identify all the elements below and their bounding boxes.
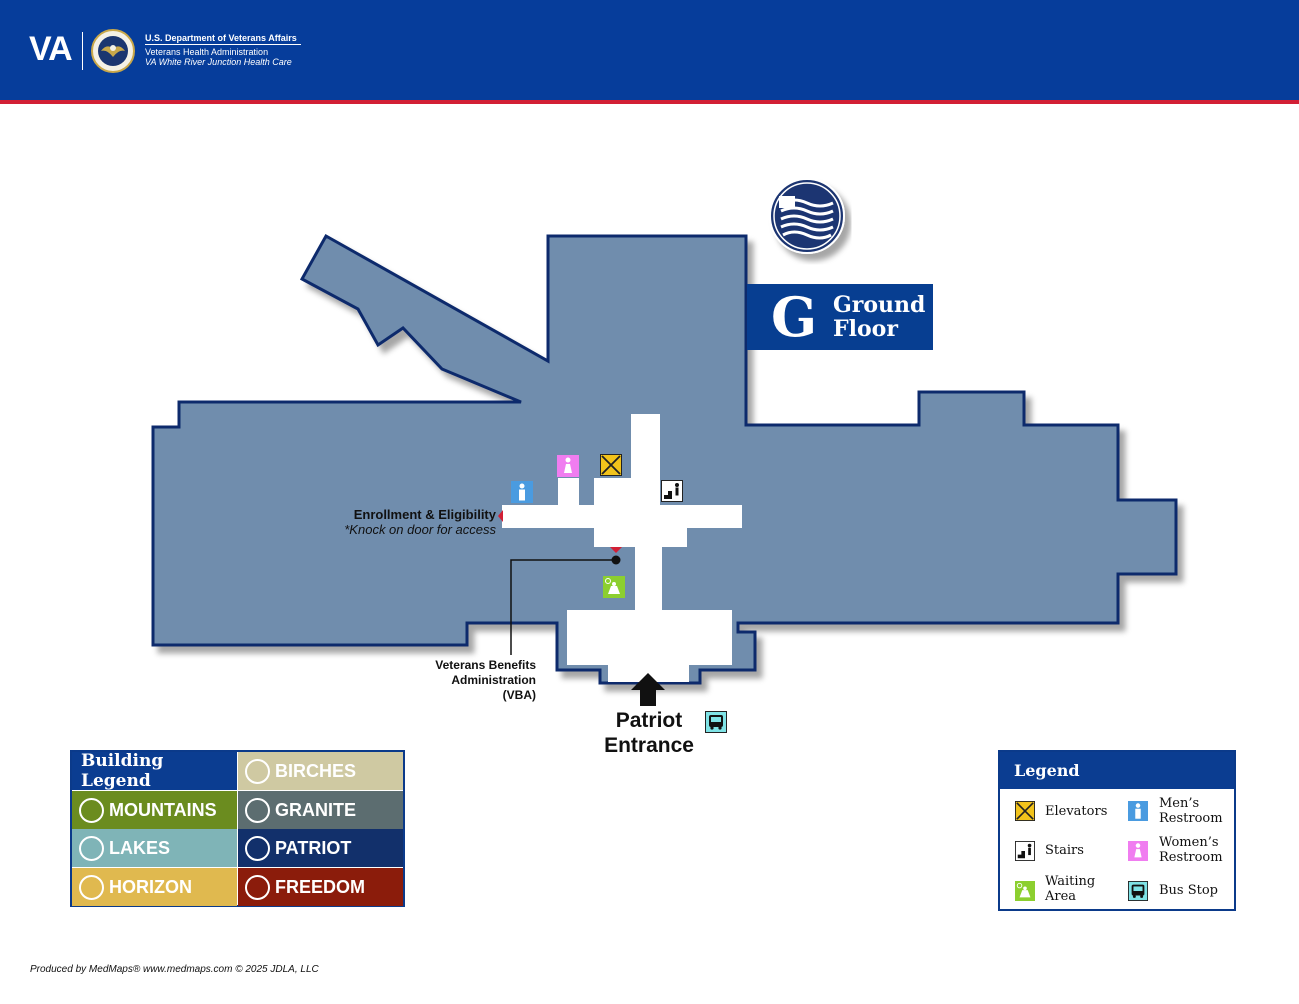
org-line-3: VA White River Junction Health Care xyxy=(145,57,292,67)
lake-icon xyxy=(79,835,104,861)
enrollment-access-note: *Knock on door for access xyxy=(344,522,496,537)
header-stripe xyxy=(0,100,1299,104)
patriot-entrance-label: Patriot Entrance xyxy=(604,709,694,757)
granite-profile-icon xyxy=(245,797,270,823)
elevator-icon xyxy=(600,454,622,476)
building-name: LAKES xyxy=(109,837,171,858)
footer-credit: Produced by MedMaps® www.medmaps.com © 2… xyxy=(30,964,319,975)
floor-letter: G xyxy=(771,285,818,349)
legend-building-mountains: MOUNTAINS xyxy=(72,791,237,829)
org-line-1: U.S. Department of Veterans Affairs xyxy=(145,33,301,45)
womens-restroom-icon xyxy=(557,455,579,477)
vba-location-marker xyxy=(611,555,621,565)
floor-name: Ground Floor xyxy=(833,292,926,342)
legend-waiting-area-label: Waiting Area xyxy=(1045,874,1096,904)
statue-of-liberty-icon xyxy=(245,874,270,900)
legend-bus-stop-label: Bus Stop xyxy=(1159,883,1219,898)
building-name: MOUNTAINS xyxy=(109,799,217,820)
legend-building-birches: BIRCHES xyxy=(238,752,403,790)
vba-leader-line xyxy=(510,559,616,655)
vba-door-marker xyxy=(610,547,622,553)
building-name: BIRCHES xyxy=(275,760,357,781)
entrance-arrow-icon xyxy=(631,673,665,706)
floor-flag-badge-icon xyxy=(769,178,845,254)
building-name: PATRIOT xyxy=(275,837,352,858)
logo-divider xyxy=(82,32,83,70)
legend-building-horizon: HORIZON xyxy=(72,868,237,906)
va-logo: VA xyxy=(29,30,73,68)
corridors xyxy=(502,414,742,682)
leaf-icon xyxy=(245,758,270,784)
org-line-2: Veterans Health Administration xyxy=(145,47,269,57)
legend-elevators-label: Elevators xyxy=(1045,804,1108,819)
va-seal-icon xyxy=(91,29,135,73)
legend-building-patriot: PATRIOT xyxy=(238,829,403,867)
stairs-icon xyxy=(1015,841,1035,861)
floor-badge xyxy=(747,284,933,350)
legend-building-freedom: FREEDOM xyxy=(238,868,403,906)
building-legend: Building Legend BIRCHES MOUNTAINS GRANIT… xyxy=(70,750,405,907)
legend-building-lakes: LAKES xyxy=(72,829,237,867)
building-name: FREEDOM xyxy=(275,876,365,897)
building-name: HORIZON xyxy=(109,876,192,897)
symbol-legend-title: Legend xyxy=(1000,752,1234,789)
enrollment-eligibility-label: Enrollment & Eligibility xyxy=(353,507,496,522)
mens-restroom-icon xyxy=(1128,801,1148,821)
header-bar xyxy=(0,0,1299,100)
bus-stop-icon xyxy=(1128,881,1148,901)
mens-restroom-icon xyxy=(511,481,533,503)
legend-mens-restroom-label: Men’s Restroom xyxy=(1159,796,1223,826)
womens-restroom-icon xyxy=(1128,841,1148,861)
sunrise-icon xyxy=(79,874,104,900)
legend-womens-restroom-label: Women’s Restroom xyxy=(1159,835,1223,865)
waiting-area-icon xyxy=(1015,881,1035,901)
mountain-icon xyxy=(79,797,104,823)
legend-stairs-label: Stairs xyxy=(1045,843,1084,858)
flag-icon xyxy=(245,835,270,861)
bus-stop-icon xyxy=(705,711,727,733)
building-legend-title: Building Legend xyxy=(72,751,237,791)
stairs-icon xyxy=(661,480,683,502)
vba-label: Veterans Benefits Administration (VBA) xyxy=(435,658,536,702)
org-name: U.S. Department of Veterans Affairs Vete… xyxy=(145,33,301,67)
enrollment-door-marker xyxy=(498,510,503,522)
building-name: GRANITE xyxy=(275,799,356,820)
elevator-icon xyxy=(1015,801,1035,821)
legend-building-granite: GRANITE xyxy=(238,791,403,829)
symbol-legend: Legend Elevators Men’s Restroom Stairs W… xyxy=(998,750,1236,911)
waiting-area-icon xyxy=(603,576,625,598)
